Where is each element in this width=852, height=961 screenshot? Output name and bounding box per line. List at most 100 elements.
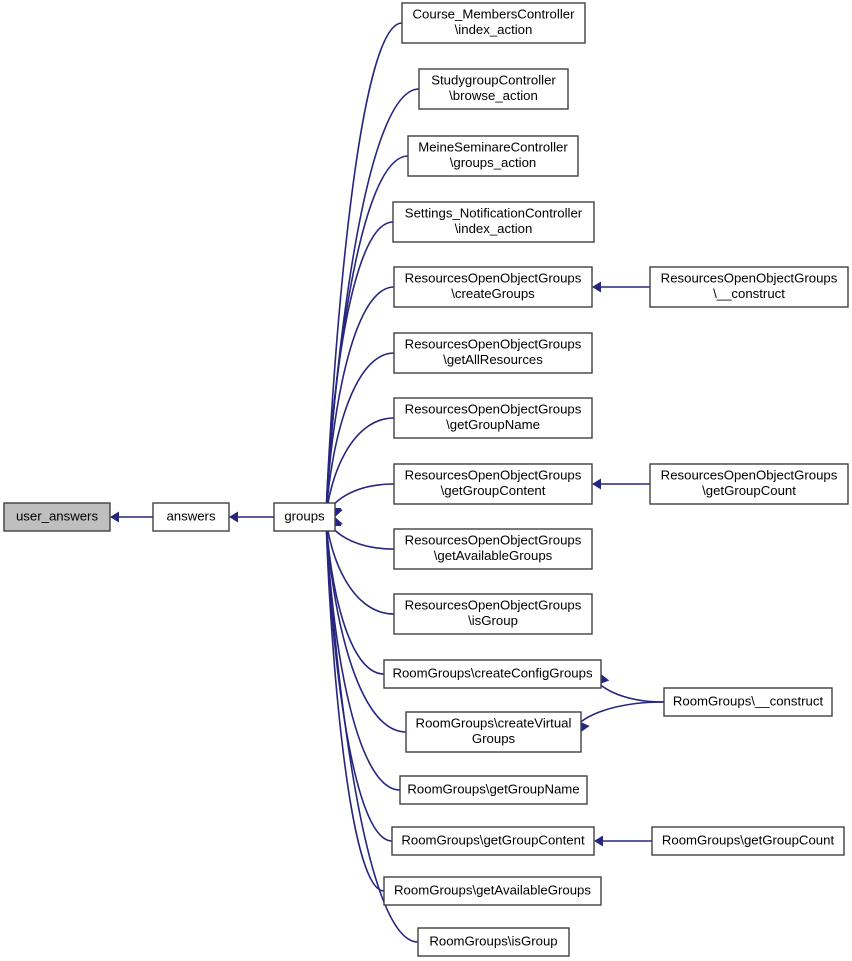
- node-label: RoomGroups\getGroupContent: [401, 832, 585, 847]
- node-label: ResourcesOpenObjectGroups: [405, 402, 582, 417]
- node-course_members_index[interactable]: Course_MembersController\index_action: [401, 2, 586, 44]
- edge-path: [325, 516, 385, 892]
- edge-groups-to-answers: [229, 511, 274, 523]
- node-label: RoomGroups\isGroup: [429, 933, 557, 948]
- node-roog_getallresources[interactable]: ResourcesOpenObjectGroups\getAllResource…: [393, 332, 593, 374]
- node-label: ResourcesOpenObjectGroups: [405, 533, 582, 548]
- edge-arrowhead: [110, 511, 119, 523]
- node-label: \getGroupName: [446, 417, 540, 432]
- node-box[interactable]: [405, 711, 582, 753]
- node-box[interactable]: [417, 927, 570, 957]
- edge-answers-to-user_answers: [110, 511, 153, 523]
- node-label: StudygroupController: [431, 73, 556, 88]
- node-meineseminare_groups[interactable]: MeineSeminareController\groups_action: [407, 135, 579, 177]
- node-label: ResourcesOpenObjectGroups: [405, 468, 582, 483]
- node-box[interactable]: [651, 826, 845, 856]
- node-box[interactable]: [393, 463, 593, 505]
- node-label: MeineSeminareController: [418, 140, 568, 155]
- node-rg_getgroupcontent[interactable]: RoomGroups\getGroupContent: [391, 826, 595, 856]
- edge-arrowhead: [229, 511, 238, 523]
- node-layer: user_answers answers groups Course_MembersC…: [3, 2, 849, 957]
- node-box[interactable]: [401, 2, 586, 44]
- edge-arrowhead: [579, 721, 590, 732]
- edge-path: [325, 286, 395, 518]
- edge-arrowhead: [594, 835, 603, 847]
- node-label: \index_action: [455, 221, 533, 236]
- node-label: \isGroup: [468, 613, 518, 628]
- node-roog_getgroupcontent[interactable]: ResourcesOpenObjectGroups\getGroupConten…: [393, 463, 593, 505]
- edge-roog_getgroupcontent-to-groups: [325, 483, 395, 518]
- node-box[interactable]: [418, 68, 569, 110]
- node-box[interactable]: [391, 826, 595, 856]
- node-roog_getgroupcount[interactable]: ResourcesOpenObjectGroups\getGroupCount: [649, 463, 849, 505]
- node-label: RoomGroups\createVirtual: [416, 716, 572, 731]
- edge-roog_getgroupcount-to-roog_getgroupcontent: [592, 478, 650, 490]
- node-label: ResourcesOpenObjectGroups: [405, 337, 582, 352]
- node-settings_notification_index[interactable]: Settings_NotificationController\index_ac…: [392, 201, 595, 243]
- node-box[interactable]: [393, 266, 593, 308]
- node-rg_isgroup[interactable]: RoomGroups\isGroup: [417, 927, 570, 957]
- node-label: user_answers: [16, 508, 98, 523]
- node-label: ResourcesOpenObjectGroups: [405, 598, 582, 613]
- edge-course_members_index-to-groups: [325, 22, 403, 518]
- node-box[interactable]: [273, 502, 336, 532]
- edge-rg_construct-to-rg_createvirtualgroups: [571, 701, 665, 733]
- node-box[interactable]: [393, 593, 593, 635]
- edge-arrowhead: [592, 478, 601, 490]
- node-roog_isgroup[interactable]: ResourcesOpenObjectGroups\isGroup: [393, 593, 593, 635]
- node-box[interactable]: [383, 876, 602, 906]
- node-rg_createconfiggroups[interactable]: RoomGroups\createConfigGroups: [383, 659, 602, 689]
- node-label: \browse_action: [449, 88, 538, 103]
- node-groups[interactable]: groups: [273, 502, 336, 532]
- edge-path: [325, 516, 407, 733]
- node-label: groups: [284, 508, 325, 523]
- node-box[interactable]: [663, 687, 833, 717]
- node-rg_construct[interactable]: RoomGroups\__construct: [663, 687, 833, 717]
- node-box[interactable]: [649, 463, 849, 505]
- node-label: RoomGroups\__construct: [673, 693, 824, 708]
- node-box[interactable]: [383, 659, 602, 689]
- node-label: \createGroups: [451, 286, 535, 301]
- edge-path: [325, 417, 395, 518]
- node-box[interactable]: [3, 502, 111, 532]
- node-label: \groups_action: [450, 155, 537, 170]
- node-answers[interactable]: answers: [152, 502, 230, 532]
- node-box[interactable]: [393, 528, 593, 570]
- edge-path: [325, 352, 395, 518]
- node-box[interactable]: [392, 201, 595, 243]
- node-box[interactable]: [399, 775, 588, 805]
- node-rg_getgroupname[interactable]: RoomGroups\getGroupName: [399, 775, 588, 805]
- node-user_answers[interactable]: user_answers: [3, 502, 111, 532]
- node-box[interactable]: [649, 266, 849, 308]
- edge-rg_getavailablegroups-to-groups: [325, 516, 385, 892]
- edge-rg_construct-to-rg_createconfiggroups: [591, 673, 665, 703]
- node-box[interactable]: [393, 397, 593, 439]
- edge-roog_creategroups-to-groups: [325, 286, 395, 518]
- edge-arrowhead: [592, 281, 601, 293]
- node-label: ResourcesOpenObjectGroups: [405, 271, 582, 286]
- edge-path: [325, 516, 419, 943]
- node-box[interactable]: [393, 332, 593, 374]
- node-label: Groups: [472, 731, 516, 746]
- node-box[interactable]: [152, 502, 230, 532]
- node-roog_getgroupname[interactable]: ResourcesOpenObjectGroups\getGroupName: [393, 397, 593, 439]
- node-label: RoomGroups\getGroupName: [407, 781, 579, 796]
- node-rg_getavailablegroups[interactable]: RoomGroups\getAvailableGroups: [383, 876, 602, 906]
- node-roog_getavailablegroups[interactable]: ResourcesOpenObjectGroups\getAvailableGr…: [393, 528, 593, 570]
- edge-rg_getgroupcount-to-rg_getgroupcontent: [594, 835, 652, 847]
- node-label: \index_action: [455, 22, 533, 37]
- node-roog_construct[interactable]: ResourcesOpenObjectGroups\__construct: [649, 266, 849, 308]
- edge-path: [325, 22, 403, 518]
- node-label: RoomGroups\createConfigGroups: [392, 665, 593, 680]
- node-label: ResourcesOpenObjectGroups: [661, 271, 838, 286]
- node-studygroup_browse[interactable]: StudygroupController\browse_action: [418, 68, 569, 110]
- node-box[interactable]: [407, 135, 579, 177]
- node-label: \getGroupCount: [702, 483, 796, 498]
- node-label: \getGroupContent: [441, 483, 546, 498]
- node-roog_creategroups[interactable]: ResourcesOpenObjectGroups\createGroups: [393, 266, 593, 308]
- node-rg_getgroupcount[interactable]: RoomGroups\getGroupCount: [651, 826, 845, 856]
- node-label: \getAllResources: [443, 352, 543, 367]
- node-label: answers: [166, 508, 216, 523]
